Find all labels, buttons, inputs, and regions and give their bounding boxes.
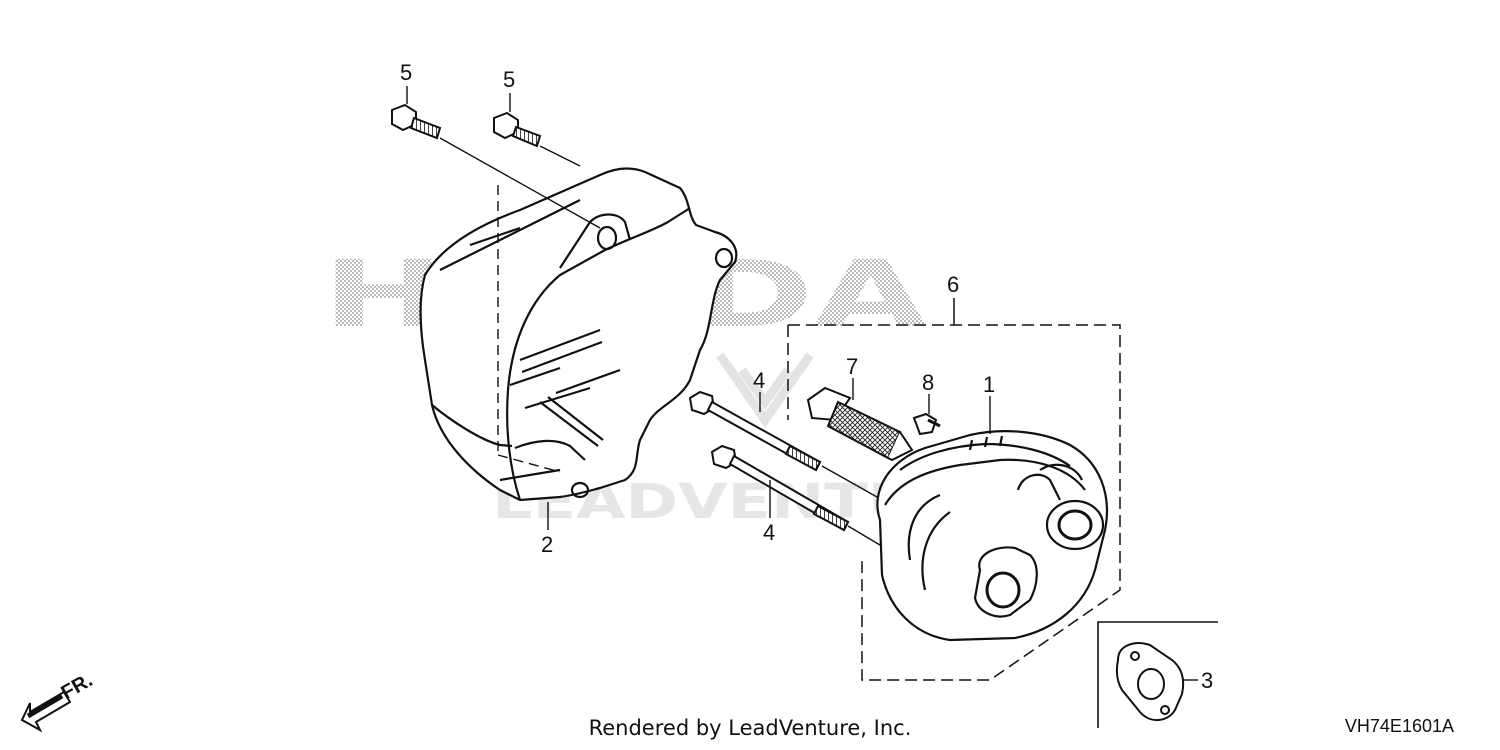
screw[interactable] bbox=[912, 412, 941, 436]
render-credit: Rendered by LeadVenture, Inc. bbox=[588, 716, 912, 740]
callout-muffler-assembly: 6 bbox=[947, 272, 959, 297]
protector-reference-lines bbox=[497, 185, 561, 473]
callout-bolt-upper: 4 bbox=[753, 368, 765, 393]
callout-flange-bolt-left: 5 bbox=[400, 60, 412, 85]
muffler-protector[interactable] bbox=[419, 167, 738, 502]
callout-muffler: 1 bbox=[983, 372, 995, 397]
front-arrow-icon bbox=[20, 690, 72, 733]
muffler[interactable] bbox=[876, 430, 1109, 642]
gasket[interactable] bbox=[1115, 642, 1185, 721]
muffler-assembly-bracket bbox=[787, 324, 1121, 681]
callout-screw: 8 bbox=[922, 370, 934, 395]
callout-gasket: 3 bbox=[1201, 668, 1213, 693]
flange-bolt-right[interactable] bbox=[493, 111, 542, 148]
muffler-bolt-upper[interactable] bbox=[688, 390, 822, 472]
callout-muffler-protector: 2 bbox=[541, 532, 553, 557]
leadventure-logo-watermark bbox=[716, 352, 814, 428]
callout-flange-bolt-right: 5 bbox=[503, 67, 515, 92]
diagram-code: VH74E1601A bbox=[1344, 716, 1454, 736]
callout-spark-arrester: 7 bbox=[846, 354, 858, 379]
muffler-bolt-lower[interactable] bbox=[710, 444, 850, 532]
spark-arrester[interactable] bbox=[806, 386, 914, 462]
flange-bolt-left[interactable] bbox=[391, 103, 442, 140]
bolt-guide-lines bbox=[439, 137, 601, 229]
callout-bolt-lower: 4 bbox=[763, 520, 775, 545]
callout-leaders bbox=[406, 86, 771, 530]
gasket-bracket bbox=[1097, 621, 1218, 728]
